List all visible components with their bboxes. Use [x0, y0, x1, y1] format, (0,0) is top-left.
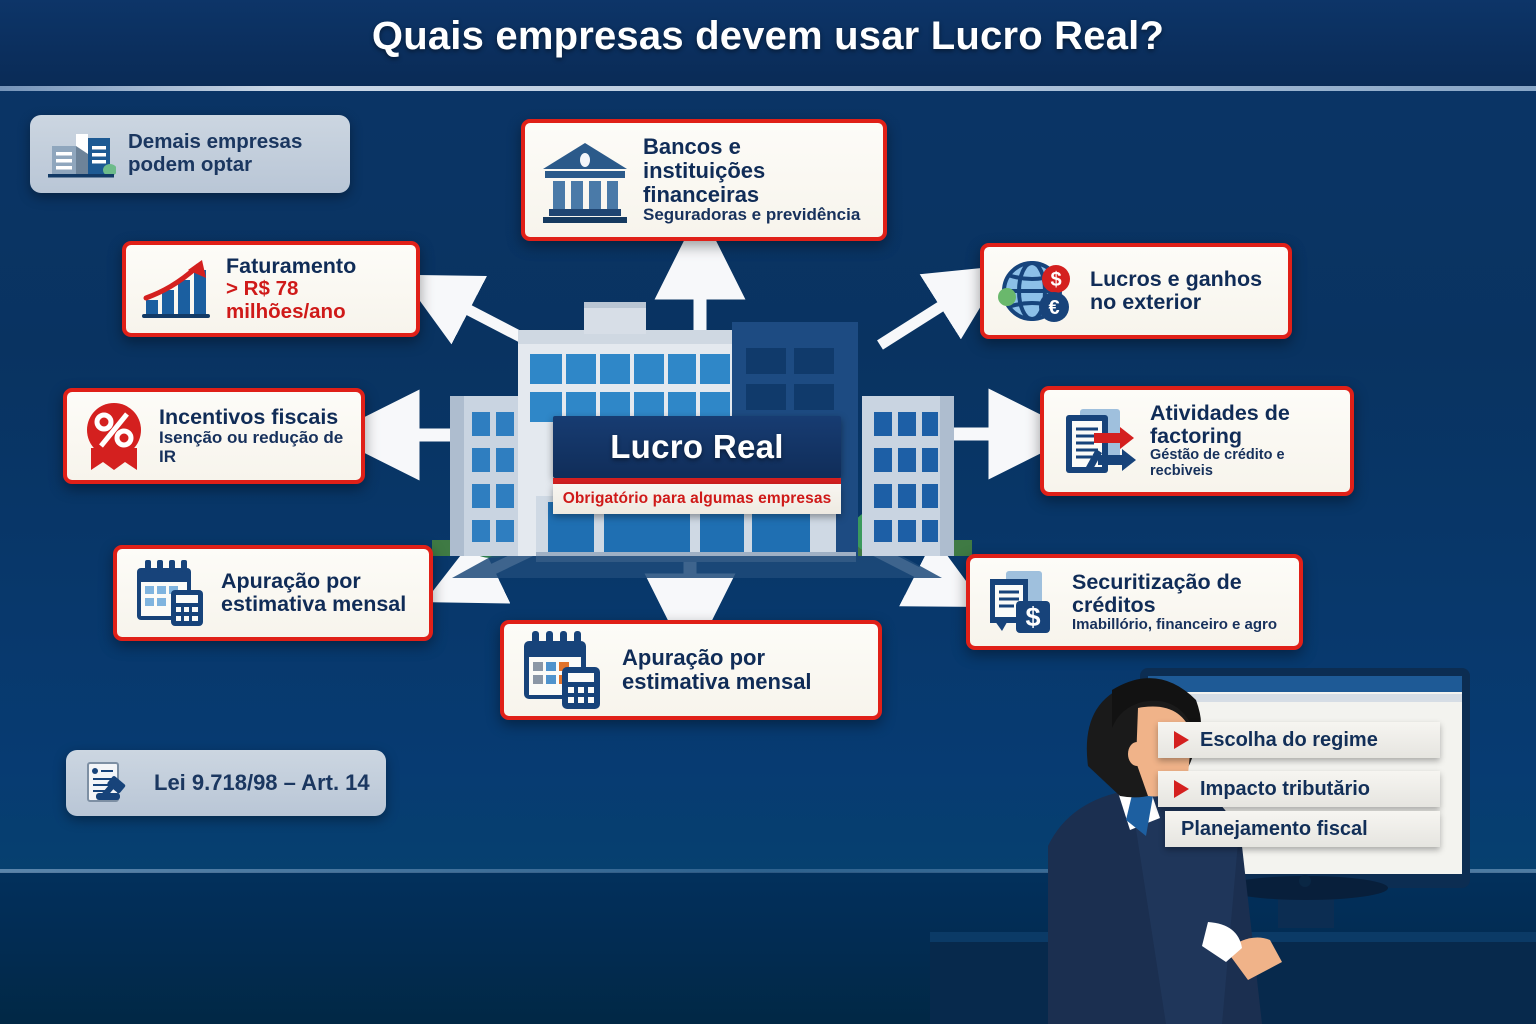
monitor-item-label: Planejamento fiscal: [1181, 817, 1368, 840]
card-factoring-line1: Atividades de: [1150, 400, 1290, 425]
card-exterior-text: Lucros e ganhos no exterior: [1090, 266, 1263, 314]
monitor-item-label: Escolha do regime: [1200, 728, 1378, 751]
card-lei-line1: Lei 9.718/98 – Art. 14: [154, 769, 370, 795]
card-demais-text: Demais empresas podem optar: [128, 131, 302, 176]
play-triangle-icon: [1174, 780, 1189, 798]
play-triangle-icon: [1174, 731, 1189, 749]
card-bancos-line1b: financeiras: [643, 181, 760, 207]
percent-badge-icon: [87, 403, 141, 470]
bank-columns-icon: [543, 143, 627, 223]
svg-text:$: $: [1050, 269, 1061, 291]
document-gavel-icon: [87, 762, 126, 802]
title-bar: [0, 0, 1536, 88]
card-apuracao-centro: Apuração por estimativa mensal: [500, 620, 882, 720]
monitor-item-escolha-do-regime[interactable]: Escolha do regime: [1158, 722, 1440, 758]
globe-currency-icon: $ €: [998, 261, 1070, 322]
card-lucros-exterior: $ € Lucros e ganhos no exterior: [980, 243, 1292, 339]
card-lei-text: Lei 9.718/98 – Art. 14: [154, 769, 370, 795]
card-bancos-line1: Bancos e instituições: [643, 134, 766, 183]
card-securitizacao-text: Securitização de créditos Imabillório, f…: [1072, 569, 1285, 634]
card-demais-line1: Demais empresas: [128, 130, 303, 154]
card-apuracao-esq-line1b: estimativa mensal: [221, 592, 407, 616]
card-securitizacao: $ Securitização de créditos Imabillório,…: [966, 554, 1303, 650]
svg-text:€: €: [1048, 297, 1059, 319]
monitor-item-impacto-tributario[interactable]: Impacto tributărio: [1158, 771, 1440, 807]
card-factoring-line2: Géstão de crédito e recbiveis: [1150, 447, 1285, 480]
card-exterior-line1b: no exterior: [1090, 290, 1202, 314]
office-buildings-icon: [48, 134, 116, 178]
card-apuracao-esquerda: Apuração por estimativa mensal: [113, 545, 433, 641]
calendar-calculator-icon: [524, 631, 600, 709]
svg-text:$: $: [1025, 602, 1040, 632]
businessman-figure: [1048, 678, 1282, 1024]
documents-dollar-icon: $: [990, 571, 1050, 633]
page-title: Quais empresas devem usar Lucro Real?: [371, 14, 1165, 58]
card-demais-empresas: Demais empresas podem optar: [30, 115, 350, 193]
document-arrows-icon: [1066, 409, 1136, 473]
card-faturamento-line1: Faturamento: [226, 253, 357, 278]
card-apuracao-esq-text: Apuração por estimativa mensal: [221, 568, 407, 616]
card-apuracao-centro-text: Apuração por estimativa mensal: [622, 646, 812, 694]
growth-bar-chart-icon: [142, 260, 210, 318]
center-sign-red-rule: [553, 478, 841, 484]
card-demais-line2: podem optar: [128, 153, 253, 176]
card-factoring: Atividades de factoring Géstão de crédit…: [1040, 386, 1354, 496]
card-faturamento: Faturamento > R$ 78 milhões/ano: [122, 241, 420, 337]
card-apuracao-centro-line1: Apuração por: [622, 645, 766, 671]
card-exterior-line1: Lucros e ganhos: [1090, 266, 1263, 291]
card-incentivos-text: Incentivos fiscais Isenção ou redução de…: [159, 404, 347, 467]
card-securitizacao-line2: Imabillório, financeiro e agro: [1072, 615, 1278, 633]
calendar-calculator-icon: [137, 560, 203, 626]
card-incentivos-line2: Isenção ou redução de IR: [159, 427, 344, 466]
card-lei-referencia: Lei 9.718/98 – Art. 14: [66, 750, 386, 816]
card-apuracao-centro-line1b: estimativa mensal: [622, 669, 812, 694]
card-factoring-text: Atividades de factoring Géstão de crédit…: [1150, 400, 1336, 480]
card-bancos-line2: Seguradoras e previdência: [643, 205, 861, 225]
card-faturamento-line2: > R$ 78 milhões/ano: [226, 277, 346, 323]
center-sign-subtitle: Obrigatório para algumas empresas: [553, 484, 841, 514]
title-divider: [0, 86, 1536, 91]
card-faturamento-text: Faturamento > R$ 78 milhões/ano: [226, 253, 402, 323]
card-securitizacao-line1: Securitização de créditos: [1072, 569, 1242, 617]
center-sign-title: Lucro Real: [553, 416, 841, 478]
arrow-to-exterior: [877, 265, 1006, 350]
card-incentivos-fiscais: Incentivos fiscais Isenção ou redução de…: [63, 388, 365, 484]
card-bancos-text: Bancos e instituições financeiras Segura…: [643, 135, 869, 225]
card-apuracao-esq-line1: Apuração por: [221, 568, 361, 593]
floor-edge-line: [0, 869, 1536, 873]
card-incentivos-line1: Incentivos fiscais: [159, 404, 339, 429]
card-bancos: Bancos e instituições financeiras Segura…: [521, 119, 887, 241]
monitor-item-label: Impacto tributărio: [1200, 777, 1371, 800]
monitor-item-planejamento-fiscal[interactable]: Planejamento fiscal: [1165, 811, 1440, 847]
card-factoring-line1b: factoring: [1150, 424, 1242, 449]
